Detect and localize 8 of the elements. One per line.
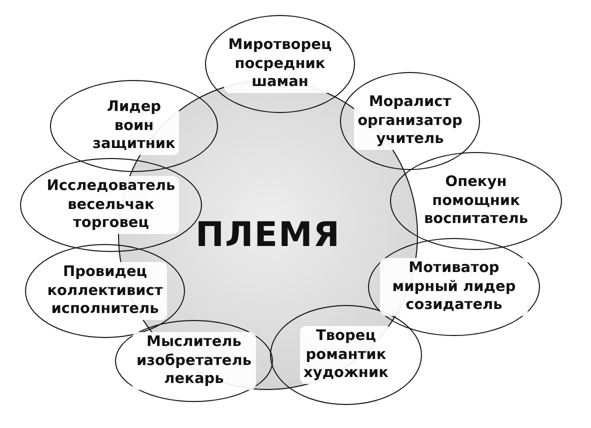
node-text: Мыслитель изобретатель лекарь — [132, 332, 256, 390]
oval-shape — [340, 72, 480, 170]
oval-shape — [115, 320, 273, 402]
oval-shape — [205, 15, 355, 113]
oval-shape — [50, 80, 218, 172]
center-title: ПЛЕМЯ — [194, 214, 342, 257]
oval-shape — [390, 152, 562, 250]
node-text: Мотиватор мирный лидер созидатель — [380, 258, 528, 316]
